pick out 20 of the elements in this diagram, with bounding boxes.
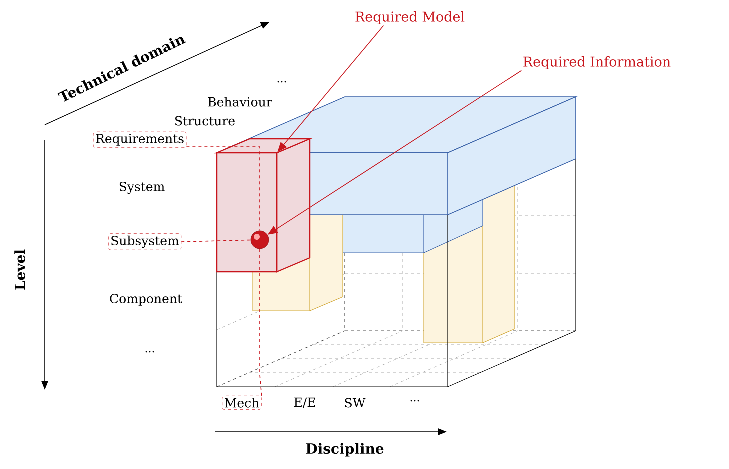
ellipsis: ... [146,351,154,353]
axis-label: Level [14,250,26,290]
ellipsis: ... [278,81,286,83]
sphere [250,230,270,250]
category-label: Component [110,294,182,306]
ellipsis: ... [410,400,420,402]
highlight-box: Requirements [93,132,187,148]
axis-label: Discipline [306,443,384,457]
callout-text: Required Model [356,11,465,25]
category-label: Structure [176,116,235,126]
highlight-box: Mech [222,396,262,410]
category-label: E/E [294,398,316,408]
category-label: Behaviour [208,97,272,107]
leader-line [260,248,262,396]
highlight-box: Subsystem [108,234,182,250]
callout-text: Required Information [524,56,671,70]
leader-line [181,240,252,242]
category-label: SW [345,398,366,408]
leader-line [186,146,260,232]
category-label: System [120,182,165,194]
